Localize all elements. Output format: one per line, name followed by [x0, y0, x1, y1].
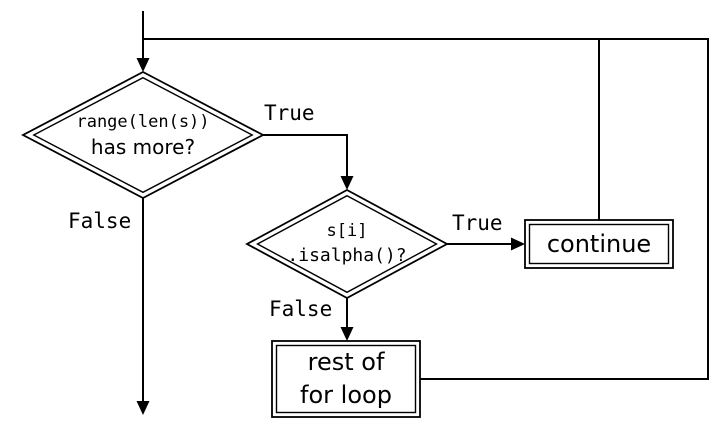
- process-box-inner-continue: [528, 223, 670, 265]
- edge-label-condition-false: False: [68, 209, 132, 233]
- arrowhead-into-condition: [136, 58, 150, 72]
- rest-box-line-2: for loop: [300, 381, 392, 409]
- arrowhead-exit-false: [136, 401, 150, 415]
- condition-true-line: [263, 134, 348, 176]
- edge-label-check-false: False: [269, 297, 333, 321]
- decision-diamond-outer-condition: [21, 70, 265, 200]
- loop-return-line: [143, 38, 709, 380]
- check-diamond-text: s[i] .isalpha()?: [247, 219, 447, 269]
- rest-box-line-1: rest of: [307, 348, 385, 376]
- rest-box-label: rest of for loop: [272, 341, 420, 417]
- process-box-outer-rest: [271, 340, 421, 418]
- edge-label-check-true: True: [452, 211, 503, 235]
- condition-question-line: has more?: [90, 135, 196, 159]
- arrowhead-into-continue: [511, 237, 525, 251]
- arrowhead-into-rest: [340, 327, 354, 341]
- condition-diamond-text: range(len(s)) has more?: [23, 110, 263, 161]
- process-box-inner-rest: [275, 344, 417, 414]
- check-code-line-2: .isalpha()?: [287, 245, 407, 266]
- edge-label-condition-true: True: [264, 101, 315, 125]
- decision-diamond-outer-check: [245, 188, 449, 300]
- decision-diamond-inner-check: [256, 194, 438, 294]
- check-code-line-1: s[i]: [326, 221, 368, 241]
- decision-diamond-inner-condition: [32, 76, 254, 194]
- arrowhead-into-check: [340, 176, 354, 190]
- condition-code-line: range(len(s)): [76, 112, 210, 132]
- continue-box-label: continue: [546, 229, 652, 258]
